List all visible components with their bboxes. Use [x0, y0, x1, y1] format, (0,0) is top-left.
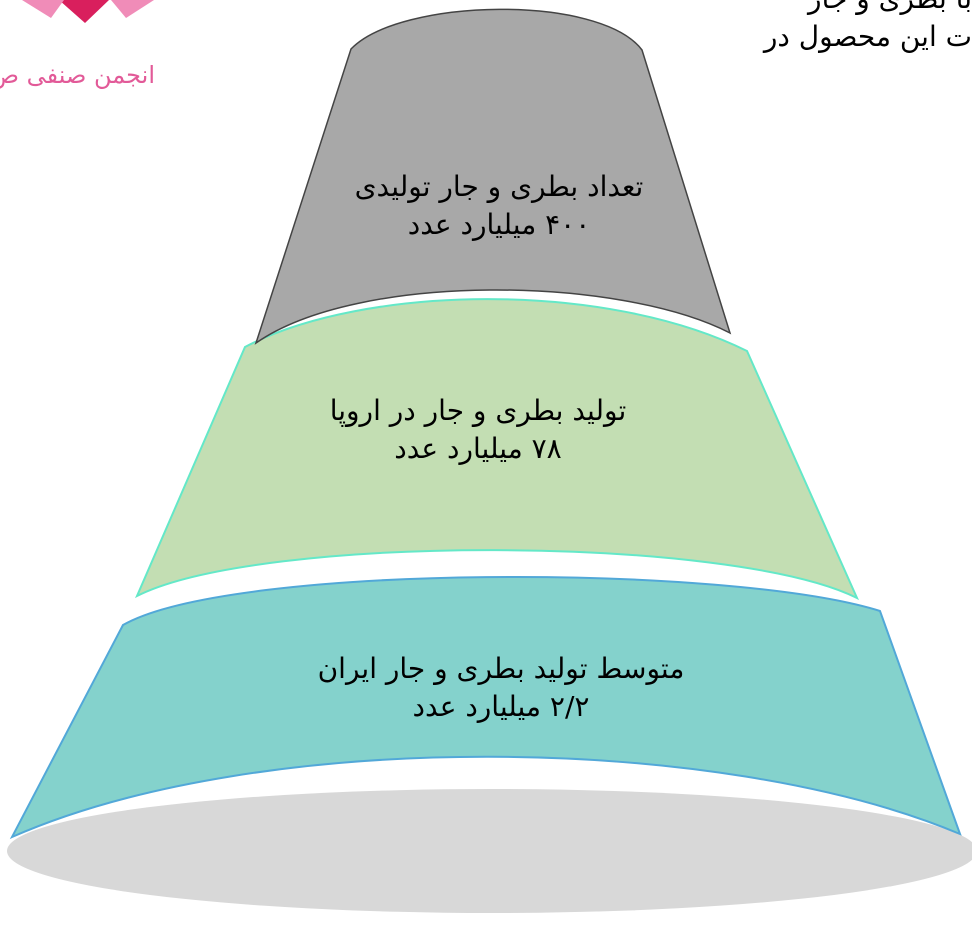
logo-diamond-icon [59, 0, 109, 23]
header-line-2: ت این محصول در [763, 20, 972, 53]
tier-label-2: تولید بطری و جار در اروپا ۷۸ میلیارد عدد [260, 392, 696, 468]
tier-value-1: ۴۰۰ میلیارد عدد [407, 208, 591, 241]
tier-shape-1 [254, 8, 732, 345]
tier-label-1: تعداد بطری و جار تولیدی ۴۰۰ میلیارد عدد [300, 168, 698, 244]
logo-text: انجمن صنفی ص [0, 61, 155, 89]
logo-right-petal-icon [111, 0, 154, 18]
tier-value-3: ۲/۲ میلیارد عدد [412, 690, 590, 723]
base-shadow-ellipse [7, 789, 972, 913]
tier-label-3: متوسط تولید بطری و جار ایران ۲/۲ میلیارد… [245, 650, 757, 726]
tier-title-1: تعداد بطری و جار تولیدی [354, 170, 644, 203]
logo-left-petal-icon [22, 0, 64, 18]
tier-title-3: متوسط تولید بطری و جار ایران [317, 652, 685, 685]
tier-shape-3 [9, 575, 962, 840]
tier-title-2: تولید بطری و جار در اروپا [329, 394, 627, 427]
tier-value-2: ۷۸ میلیارد عدد [394, 432, 562, 465]
logo-mark [22, 0, 154, 23]
tier-shape-2 [134, 298, 860, 601]
header-line-1: با بطری و جار [652, 0, 972, 16]
